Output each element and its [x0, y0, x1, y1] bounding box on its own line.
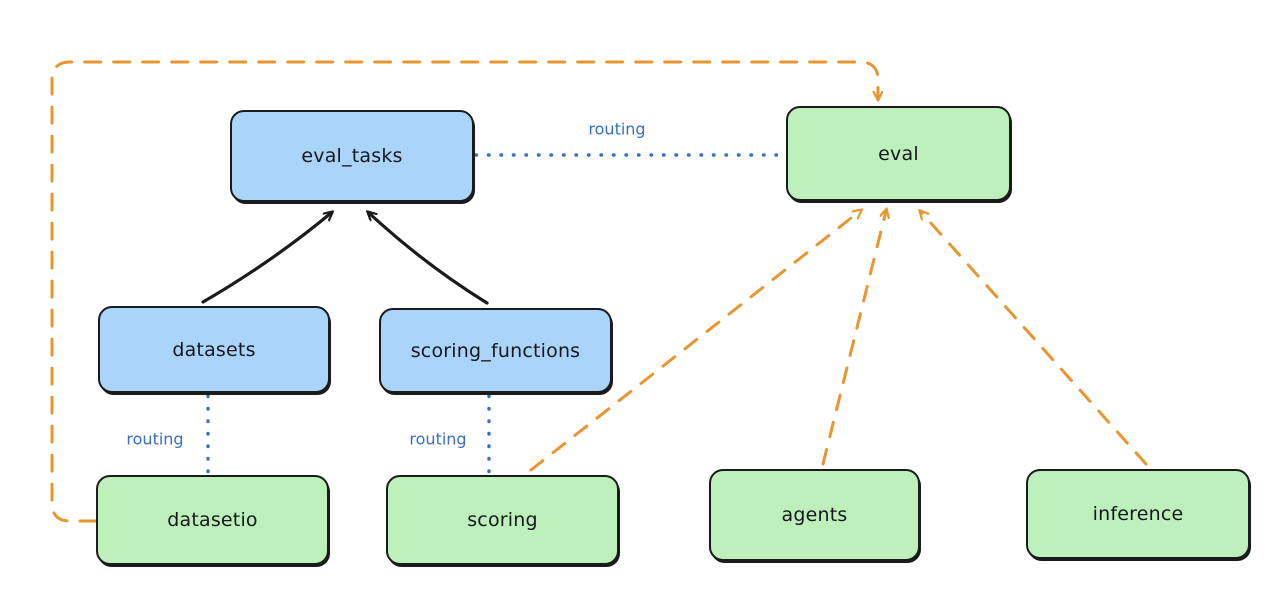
edge-datasetio-to-eval [50, 60, 878, 523]
node-datasetio-label: datasetio [167, 509, 258, 531]
node-datasets[interactable]: datasets [98, 306, 330, 393]
node-datasets-label: datasets [172, 338, 256, 361]
edge-agents-to-eval [821, 211, 886, 466]
edge-scoring-to-eval [529, 211, 860, 472]
node-datasetio[interactable]: datasetio [96, 475, 329, 565]
edge-scoring-functions-to-eval-tasks [369, 213, 489, 305]
node-agents-label: agents [781, 504, 848, 526]
node-inference-label: inference [1092, 503, 1184, 525]
node-scoring-label: scoring [467, 509, 538, 531]
edge-label-routing-scoring-functions-scoring: routing [409, 429, 467, 449]
node-scoring-functions[interactable]: scoring_functions [379, 308, 612, 393]
node-inference[interactable]: inference [1026, 469, 1250, 559]
node-agents[interactable]: agents [709, 469, 920, 561]
edge-label-routing-eval-tasks-eval: routing [588, 119, 646, 139]
node-eval-tasks-label: eval_tasks [301, 145, 403, 167]
node-scoring[interactable]: scoring [386, 475, 619, 565]
edge-label-routing-datasets-datasetio: routing [126, 429, 184, 449]
node-eval-label: eval [878, 142, 919, 165]
node-eval-tasks[interactable]: eval_tasks [230, 110, 474, 202]
edge-datasets-to-eval-tasks [201, 213, 331, 304]
node-eval[interactable]: eval [786, 106, 1011, 201]
node-scoring-functions-label: scoring_functions [410, 339, 581, 362]
edge-inference-to-eval [921, 212, 1148, 466]
